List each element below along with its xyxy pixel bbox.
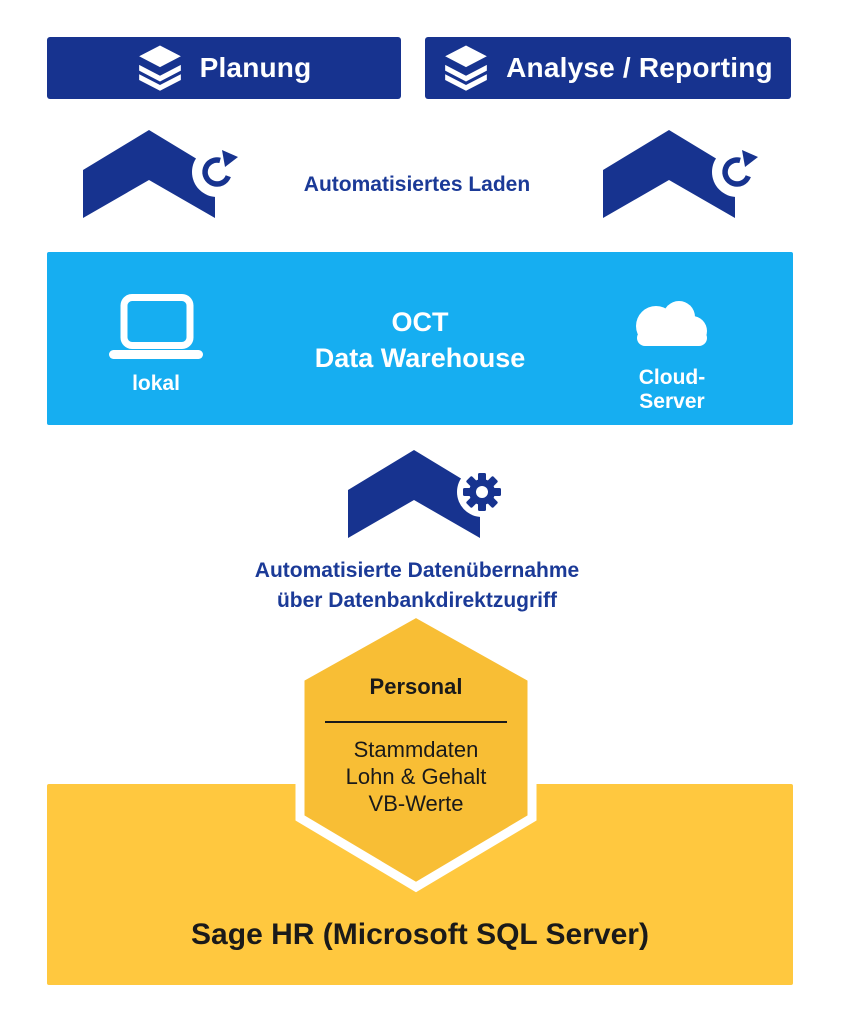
data-item: Lohn & Gehalt xyxy=(345,764,487,789)
local-label: lokal xyxy=(132,372,180,395)
divider-line xyxy=(325,721,507,723)
load-caption: Automatisiertes Laden xyxy=(303,173,531,196)
warehouse-title: OCT Data Warehouse xyxy=(247,304,593,376)
personal-title: Personal xyxy=(369,674,463,699)
personal-hexagon-content: Personal Stammdaten Lohn & Gehalt VB-Wer… xyxy=(296,674,536,817)
layers-icon xyxy=(138,45,181,91)
planung-label: Planung xyxy=(199,52,312,83)
transfer-caption-line2: über Datenbankdirektzugriff xyxy=(276,589,558,612)
transfer-caption: Automatisierte Datenübernahme über Daten… xyxy=(217,556,617,616)
personal-hexagon xyxy=(295,607,537,893)
analyse-reporting-box: Analyse / Reporting xyxy=(425,37,791,99)
layers-icon xyxy=(445,45,487,91)
analyse-reporting-label: Analyse / Reporting xyxy=(506,52,773,83)
chevron-up-refresh-icon xyxy=(603,130,762,218)
cloud-icon xyxy=(636,301,707,346)
warehouse-title-line2: Data Warehouse xyxy=(314,343,526,373)
data-item: Stammdaten xyxy=(353,737,479,762)
planung-box: Planung xyxy=(47,37,401,99)
sage-hr-label: Sage HR (Microsoft SQL Server) xyxy=(191,918,649,951)
laptop-icon xyxy=(109,294,203,359)
warehouse-title-line1: OCT xyxy=(391,307,449,337)
gear-icon xyxy=(463,473,501,511)
local-server-block: lokal xyxy=(102,294,210,396)
chevron-up-gear-icon xyxy=(348,450,507,538)
transfer-caption-line1: Automatisierte Datenübernahme xyxy=(254,559,580,582)
chevron-up-refresh-icon xyxy=(83,130,242,218)
cloud-server-block: Cloud-Server xyxy=(620,292,724,414)
cloud-label: Cloud-Server xyxy=(638,366,706,413)
data-item: VB-Werte xyxy=(368,791,464,816)
